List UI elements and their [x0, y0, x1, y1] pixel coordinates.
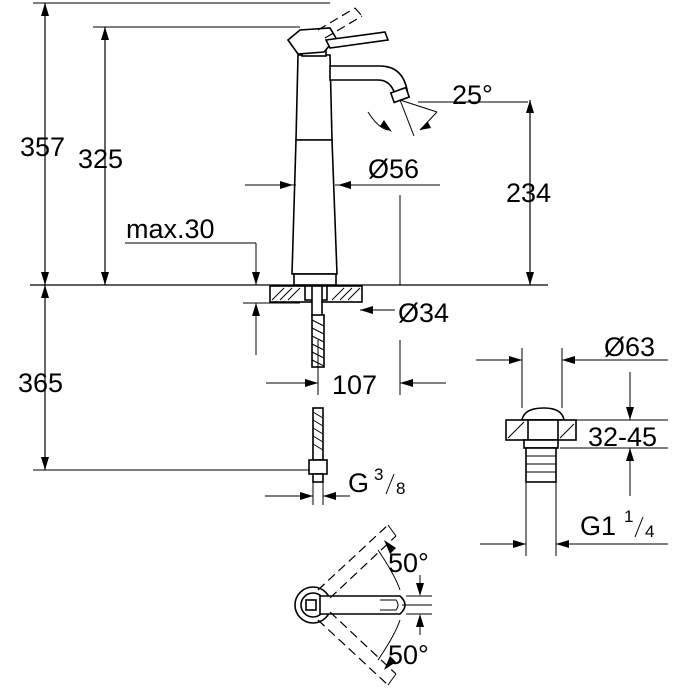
label-waste-range: 32-45 [588, 422, 657, 452]
label-body-diameter: Ø56 [368, 154, 419, 184]
label-handle-angle-up: 50° [388, 548, 429, 578]
dimension-357 [33, 2, 330, 285]
dimension-hole-diameter [360, 306, 395, 314]
faucet-body [291, 41, 338, 286]
label-connection-thread-denominator: 8 [396, 479, 405, 498]
dimension-234 [526, 100, 534, 285]
dimension-waste-thread [480, 482, 668, 556]
label-waste-thread: G1 [580, 511, 616, 541]
dimension-365 [33, 285, 310, 471]
label-365: 365 [18, 368, 63, 398]
waste-drain [505, 407, 577, 483]
lever-handle [286, 7, 390, 55]
label-325: 325 [78, 144, 123, 174]
label-connection-thread: G [348, 468, 369, 498]
dimension-waste-range [560, 372, 668, 496]
waste-fraction-slash [634, 516, 644, 538]
label-waste-thread-numerator: 1 [624, 507, 633, 526]
spout [329, 65, 411, 104]
dimension-body-diameter [245, 181, 440, 189]
label-waste-diameter: Ø63 [604, 332, 655, 362]
fraction-slash [385, 473, 395, 495]
label-hole-diameter: Ø34 [398, 298, 449, 328]
label-connection-thread-numerator: 3 [374, 465, 383, 484]
label-handle-angle-down: 50° [388, 640, 429, 670]
dimension-107 [266, 340, 446, 395]
label-357: 357 [20, 132, 65, 162]
dimension-spout-angle [367, 99, 528, 137]
label-max-thickness: max.30 [126, 214, 215, 244]
countertop-section [269, 285, 363, 317]
dimension-connection-thread [265, 482, 350, 505]
label-107: 107 [332, 370, 377, 400]
dimension-325 [93, 26, 300, 285]
top-view [294, 524, 432, 686]
label-spout-angle: 25° [452, 80, 493, 110]
dimension-max-thickness [125, 242, 300, 355]
label-waste-thread-denominator: 4 [645, 522, 654, 541]
label-234: 234 [506, 178, 551, 208]
dimension-waste-diameter [476, 348, 668, 408]
